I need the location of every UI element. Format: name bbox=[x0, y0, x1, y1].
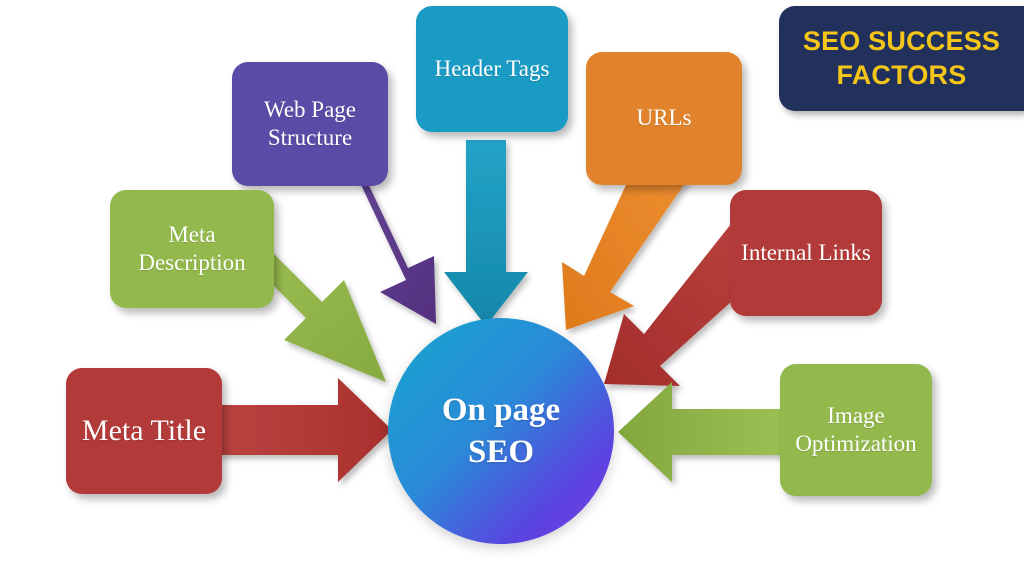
node-label-meta-description: Meta Description bbox=[138, 221, 246, 275]
node-meta-title[interactable]: Meta Title bbox=[66, 368, 222, 494]
central-hub[interactable]: On page SEO bbox=[388, 318, 614, 544]
title-line-1: SEO SUCCESS bbox=[802, 25, 1001, 56]
arrow-urls bbox=[562, 150, 690, 330]
title-line-2: FACTORS bbox=[836, 59, 967, 90]
hub-line-2: SEO bbox=[467, 434, 535, 470]
node-meta-description[interactable]: Meta Description bbox=[110, 190, 274, 308]
hub-line-1: On page bbox=[441, 391, 561, 428]
node-image-optimization[interactable]: Image Optimization bbox=[780, 364, 932, 496]
node-label-internal-links: Internal Links bbox=[741, 239, 871, 265]
arrow-header-tags bbox=[444, 140, 528, 326]
node-label-image-optimization: Image Optimization bbox=[795, 402, 917, 456]
node-internal-links[interactable]: Internal Links bbox=[730, 190, 882, 316]
node-label-web-page-structure: Web Page Structure bbox=[263, 96, 357, 150]
title-banner: SEO SUCCESS FACTORS bbox=[779, 6, 1024, 111]
node-label-urls: URLs bbox=[636, 105, 692, 131]
arrow-image-optimization bbox=[618, 382, 786, 482]
node-label-meta-title: Meta Title bbox=[81, 414, 207, 447]
node-web-page-structure[interactable]: Web Page Structure bbox=[232, 62, 388, 186]
node-header-tags[interactable]: Header Tags bbox=[416, 6, 568, 132]
arrow-meta-title bbox=[218, 378, 392, 482]
node-urls[interactable]: URLs bbox=[586, 52, 742, 185]
title-text: SEO SUCCESS FACTORS bbox=[795, 25, 1008, 93]
node-label-header-tags: Header Tags bbox=[434, 55, 550, 81]
central-hub-label: On page SEO bbox=[442, 389, 560, 473]
